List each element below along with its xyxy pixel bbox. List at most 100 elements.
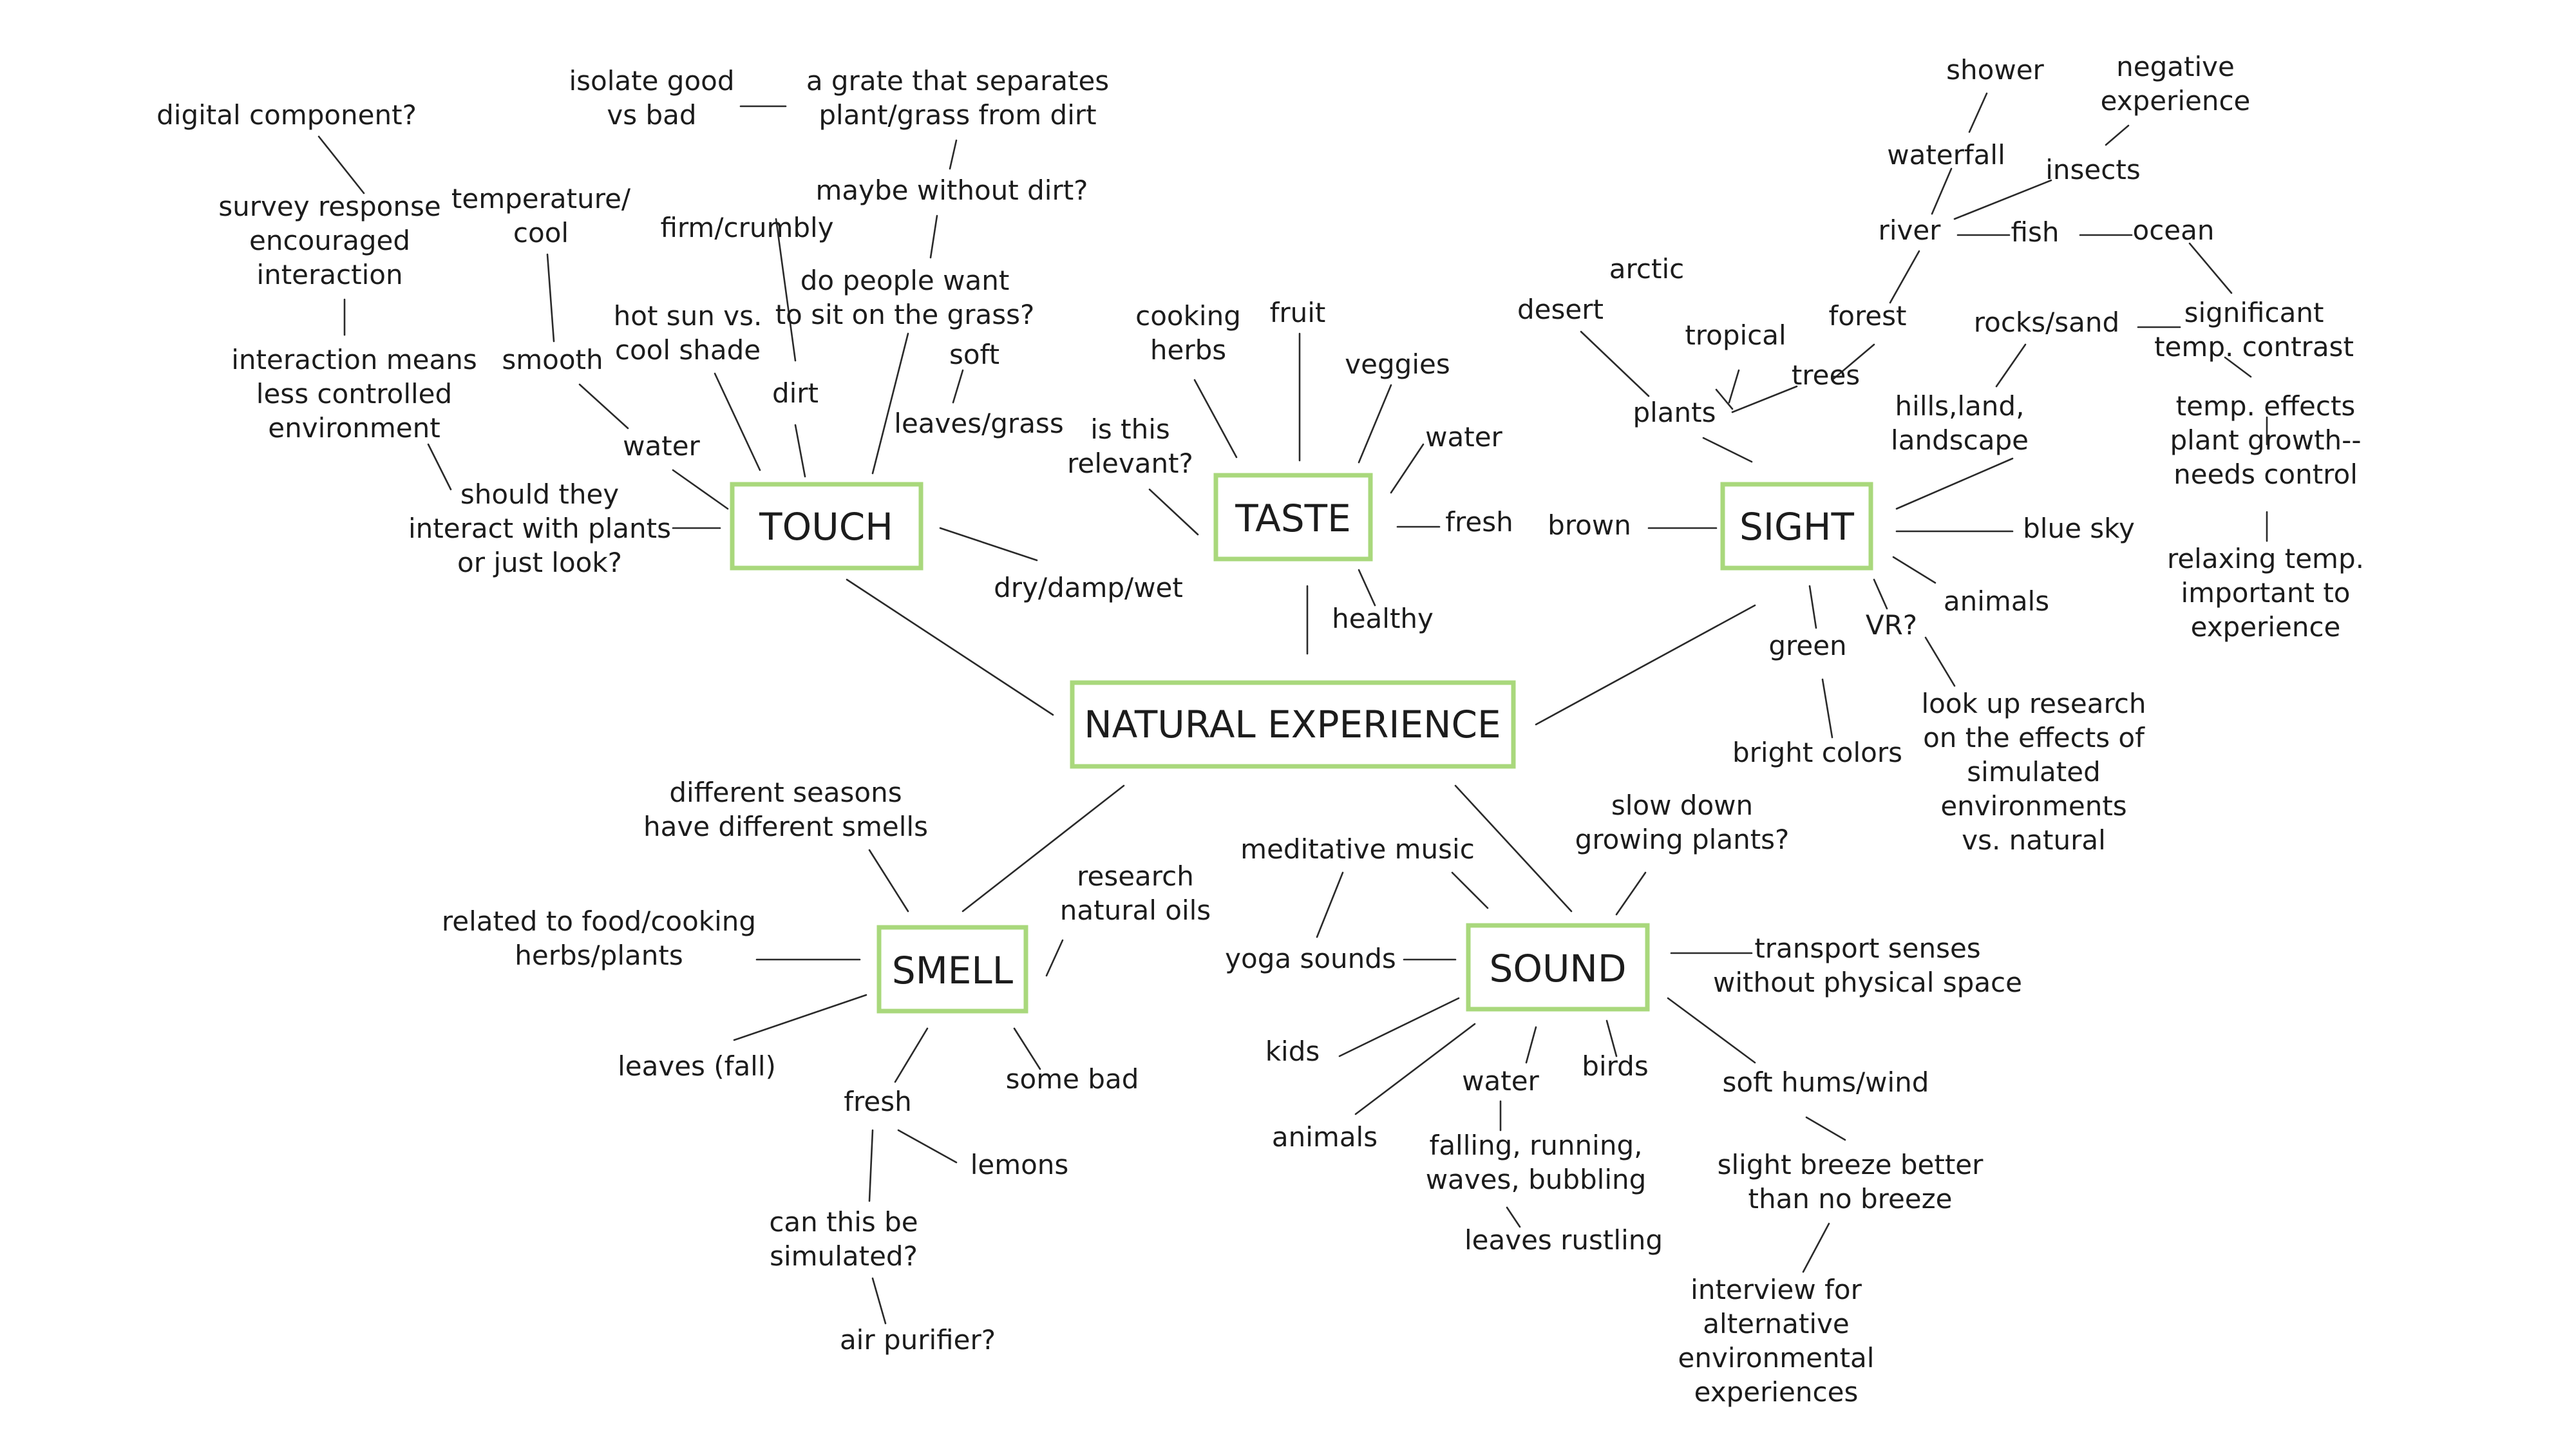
label-line: dry/damp/wet bbox=[994, 572, 1183, 603]
label-line: fresh bbox=[844, 1086, 911, 1117]
label-plants: plants bbox=[1633, 397, 1716, 428]
center-box bbox=[1070, 680, 1516, 769]
label-shower: shower bbox=[1946, 54, 2044, 86]
label-line: or just look? bbox=[457, 547, 622, 578]
line-center-sight bbox=[1535, 604, 1756, 726]
label-line: interaction means bbox=[231, 344, 477, 375]
sound-box bbox=[1466, 923, 1650, 1012]
label-line: waterfall bbox=[1887, 139, 2005, 171]
label-line: arctic bbox=[1609, 253, 1684, 285]
label-birds: birds bbox=[1582, 1050, 1648, 1082]
label-meditative: meditative music bbox=[1240, 833, 1475, 865]
label-line: hot sun vs. bbox=[614, 300, 762, 332]
label-line: insects bbox=[2045, 154, 2140, 185]
smell-node: SMELL bbox=[876, 925, 1028, 1014]
touch-label: TOUCH bbox=[759, 505, 893, 549]
label-line: fish bbox=[2011, 216, 2060, 248]
label-leaves-fall: leaves (fall) bbox=[618, 1050, 776, 1082]
label-line: soft hums/wind bbox=[1723, 1066, 1929, 1098]
label-purifier: air purifier? bbox=[840, 1324, 996, 1356]
label-line: simulated? bbox=[770, 1240, 918, 1272]
label-some-bad: some bad bbox=[1006, 1063, 1139, 1095]
label-line: blue sky bbox=[2023, 513, 2135, 544]
label-rocks-sand: rocks/sand bbox=[1974, 307, 2119, 338]
label-line: interview for bbox=[1690, 1274, 1862, 1305]
label-firm: firm/crumbly bbox=[660, 212, 833, 243]
label-line: needs control bbox=[2174, 459, 2358, 490]
label-leaves-grass: leaves/grass bbox=[894, 408, 1063, 439]
label-line: bright colors bbox=[1732, 737, 1902, 768]
label-line: interact with plants bbox=[408, 513, 671, 544]
label-tropical: tropical bbox=[1685, 319, 1786, 351]
label-vr: VR? bbox=[1866, 609, 1917, 641]
label-line: digital component? bbox=[156, 99, 417, 131]
label-line: trees bbox=[1792, 359, 1860, 391]
sight-box bbox=[1720, 482, 1873, 571]
label-line: research bbox=[1077, 860, 1194, 892]
label-insects: insects bbox=[2045, 154, 2140, 185]
label-yoga: yoga sounds bbox=[1225, 943, 1396, 974]
label-line: vs bad bbox=[607, 99, 696, 131]
label-soft-hums: soft hums/wind bbox=[1723, 1066, 1929, 1098]
label-line: relaxing temp. bbox=[2167, 543, 2364, 574]
label-line: experiences bbox=[1694, 1376, 1859, 1408]
taste-node: TASTE bbox=[1213, 473, 1373, 562]
label-line: desert bbox=[1517, 294, 1604, 325]
label-line: VR? bbox=[1866, 609, 1917, 641]
label-hot-sun: hot sun vs.cool shade bbox=[614, 300, 762, 366]
label-line: birds bbox=[1582, 1050, 1648, 1082]
label-line: vs. natural bbox=[1962, 824, 2106, 856]
label-line: forest bbox=[1828, 300, 1906, 332]
label-line: environmental bbox=[1678, 1342, 1875, 1374]
label-fish: fish bbox=[2011, 216, 2060, 248]
sound-label: SOUND bbox=[1490, 947, 1627, 990]
label-line: yoga sounds bbox=[1225, 943, 1396, 974]
label-line: maybe without dirt? bbox=[816, 175, 1088, 206]
taste-box bbox=[1213, 473, 1373, 562]
label-line: brown bbox=[1548, 509, 1631, 541]
center-label: NATURAL EXPERIENCE bbox=[1084, 703, 1501, 746]
label-line: encouraged bbox=[249, 225, 410, 256]
label-line: air purifier? bbox=[840, 1324, 996, 1356]
label-line: plants bbox=[1633, 397, 1716, 428]
smell-box bbox=[876, 925, 1028, 1014]
label-line: slight breeze better bbox=[1718, 1149, 1984, 1180]
label-line: isolate good bbox=[569, 65, 734, 97]
label-line: firm/crumbly bbox=[660, 212, 833, 243]
touch-node: TOUCH bbox=[730, 482, 923, 571]
label-line: animals bbox=[1272, 1121, 1378, 1153]
taste-label: TASTE bbox=[1235, 497, 1351, 540]
label-line: water bbox=[1425, 421, 1502, 453]
label-line: temperature/ bbox=[451, 183, 631, 214]
line-center-sound bbox=[1454, 784, 1573, 913]
label-ocean: ocean bbox=[2133, 214, 2215, 246]
label-fruit: fruit bbox=[1270, 297, 1326, 328]
label-line: water bbox=[623, 430, 700, 462]
label-line: is this bbox=[1090, 413, 1170, 445]
label-line: cool shade bbox=[615, 334, 761, 366]
label-line: than no breeze bbox=[1748, 1183, 1952, 1215]
label-line: herbs/plants bbox=[515, 940, 683, 971]
smell-label: SMELL bbox=[892, 949, 1013, 992]
label-kids: kids bbox=[1265, 1036, 1320, 1067]
line-center-smell bbox=[961, 784, 1125, 913]
label-hills: hills,land,landscape bbox=[1891, 390, 2029, 456]
label-line: to sit on the grass? bbox=[775, 299, 1035, 330]
label-line: simulated bbox=[1967, 756, 2100, 788]
label-line: temp. effects bbox=[2176, 390, 2356, 422]
sight-label: SIGHT bbox=[1739, 505, 1854, 549]
label-line: significant bbox=[2184, 297, 2324, 328]
label-desert: desert bbox=[1517, 294, 1604, 325]
label-line: survey response bbox=[218, 191, 440, 222]
label-waterfall: waterfall bbox=[1887, 139, 2005, 171]
